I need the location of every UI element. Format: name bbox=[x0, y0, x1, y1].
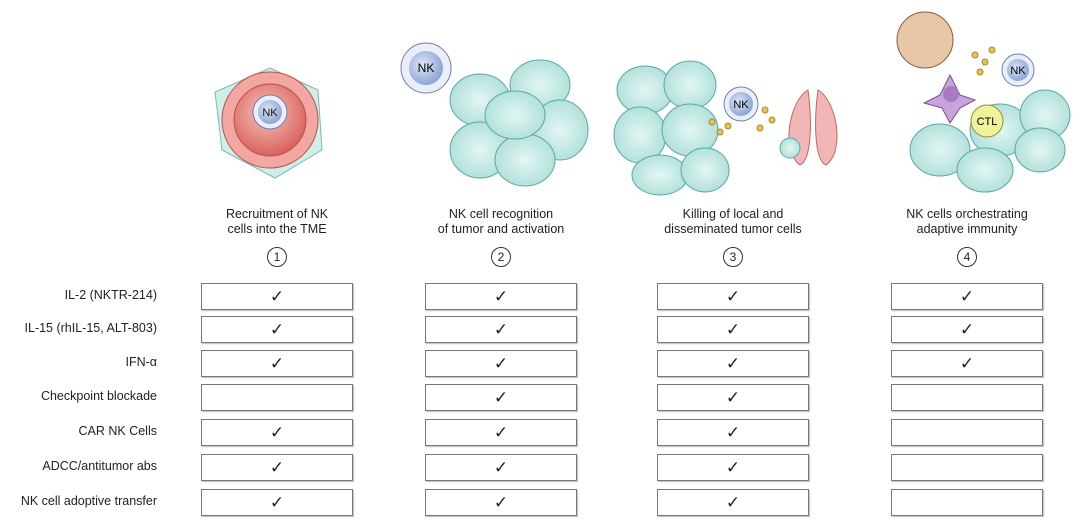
checked-cell: ✓ bbox=[657, 283, 809, 310]
stage-number: 2 bbox=[491, 247, 511, 267]
check-icon: ✓ bbox=[493, 458, 509, 477]
stage-title-line: NK cells orchestrating bbox=[906, 207, 1028, 221]
checked-cell: ✓ bbox=[425, 316, 577, 343]
stage-title-line: adaptive immunity bbox=[916, 222, 1018, 236]
stage-title-line: cells into the TME bbox=[227, 222, 327, 236]
row-label: NK cell adoptive transfer bbox=[20, 494, 157, 508]
check-icon: ✓ bbox=[493, 320, 509, 339]
checked-cell: ✓ bbox=[425, 489, 577, 516]
nk-label: NK bbox=[1010, 65, 1026, 77]
stage-title: NK cell recognition of tumor and activat… bbox=[391, 207, 611, 237]
stage-number: 4 bbox=[957, 247, 977, 267]
checked-cell: ✓ bbox=[657, 454, 809, 481]
checked-cell: ✓ bbox=[891, 316, 1043, 343]
row-label: IL-2 (NKTR-214) bbox=[64, 288, 157, 302]
check-icon: ✓ bbox=[269, 493, 285, 512]
stage-title-line: disseminated tumor cells bbox=[664, 222, 802, 236]
checked-cell: ✓ bbox=[425, 283, 577, 310]
check-icon: ✓ bbox=[725, 423, 741, 442]
check-icon: ✓ bbox=[493, 354, 509, 373]
empty-cell bbox=[891, 419, 1043, 446]
nk-label: NK bbox=[262, 107, 278, 119]
row-label: IL-15 (rhIL-15, ALT-803) bbox=[24, 321, 157, 335]
nk-label: NK bbox=[733, 99, 749, 111]
check-icon: ✓ bbox=[269, 354, 285, 373]
stage-title-line: Recruitment of NK bbox=[225, 207, 329, 221]
stage-title: Recruitment of NK cells into the TME bbox=[167, 207, 387, 237]
checked-cell: ✓ bbox=[425, 350, 577, 377]
checked-cell: ✓ bbox=[201, 419, 353, 446]
checked-cell: ✓ bbox=[657, 350, 809, 377]
ctl-label: CTL bbox=[977, 116, 998, 128]
row-label: ADCC/antitumor abs bbox=[42, 459, 157, 473]
stage-title: Killing of local and disseminated tumor … bbox=[623, 207, 843, 237]
check-icon: ✓ bbox=[725, 287, 741, 306]
nk-and-tumor-illustration: NK bbox=[400, 42, 589, 187]
check-icon: ✓ bbox=[959, 287, 975, 306]
check-icon: ✓ bbox=[493, 287, 509, 306]
checked-cell: ✓ bbox=[657, 419, 809, 446]
illustrations: NK NK NK bbox=[214, 11, 1071, 196]
adaptive-immunity-illustration: CTL NK bbox=[896, 11, 1071, 193]
row-label: IFN-α bbox=[125, 355, 157, 369]
check-icon: ✓ bbox=[725, 493, 741, 512]
check-icon: ✓ bbox=[959, 320, 975, 339]
checked-cell: ✓ bbox=[201, 316, 353, 343]
checked-cell: ✓ bbox=[201, 454, 353, 481]
check-icon: ✓ bbox=[493, 423, 509, 442]
stage-number: 3 bbox=[723, 247, 743, 267]
stage-title: NK cells orchestrating adaptive immunity bbox=[857, 207, 1077, 237]
checked-cell: ✓ bbox=[657, 489, 809, 516]
check-icon: ✓ bbox=[493, 493, 509, 512]
empty-cell bbox=[891, 384, 1043, 411]
checked-cell: ✓ bbox=[891, 283, 1043, 310]
empty-cell bbox=[201, 384, 353, 411]
checked-cell: ✓ bbox=[891, 350, 1043, 377]
check-icon: ✓ bbox=[269, 458, 285, 477]
checked-cell: ✓ bbox=[425, 454, 577, 481]
nk-label: NK bbox=[418, 61, 435, 75]
stage-number: 1 bbox=[267, 247, 287, 267]
tumor-killing-illustration: NK bbox=[613, 60, 838, 196]
row-label: Checkpoint blockade bbox=[40, 389, 157, 403]
stage-title-line: of tumor and activation bbox=[437, 222, 565, 236]
checked-cell: ✓ bbox=[425, 419, 577, 446]
check-icon: ✓ bbox=[725, 458, 741, 477]
stage-title-line: NK cell recognition bbox=[448, 207, 554, 221]
checked-cell: ✓ bbox=[201, 489, 353, 516]
check-icon: ✓ bbox=[725, 388, 741, 407]
empty-cell bbox=[891, 454, 1043, 481]
check-icon: ✓ bbox=[493, 388, 509, 407]
blood-vessel-illustration: NK bbox=[214, 67, 323, 179]
check-icon: ✓ bbox=[269, 287, 285, 306]
checked-cell: ✓ bbox=[201, 350, 353, 377]
check-icon: ✓ bbox=[269, 320, 285, 339]
stage-title-line: Killing of local and bbox=[682, 207, 784, 221]
check-icon: ✓ bbox=[959, 354, 975, 373]
check-icon: ✓ bbox=[725, 354, 741, 373]
check-icon: ✓ bbox=[725, 320, 741, 339]
checked-cell: ✓ bbox=[201, 283, 353, 310]
empty-cell bbox=[891, 489, 1043, 516]
row-label: CAR NK Cells bbox=[78, 424, 158, 438]
checked-cell: ✓ bbox=[657, 316, 809, 343]
checked-cell: ✓ bbox=[657, 384, 809, 411]
checked-cell: ✓ bbox=[425, 384, 577, 411]
check-icon: ✓ bbox=[269, 423, 285, 442]
